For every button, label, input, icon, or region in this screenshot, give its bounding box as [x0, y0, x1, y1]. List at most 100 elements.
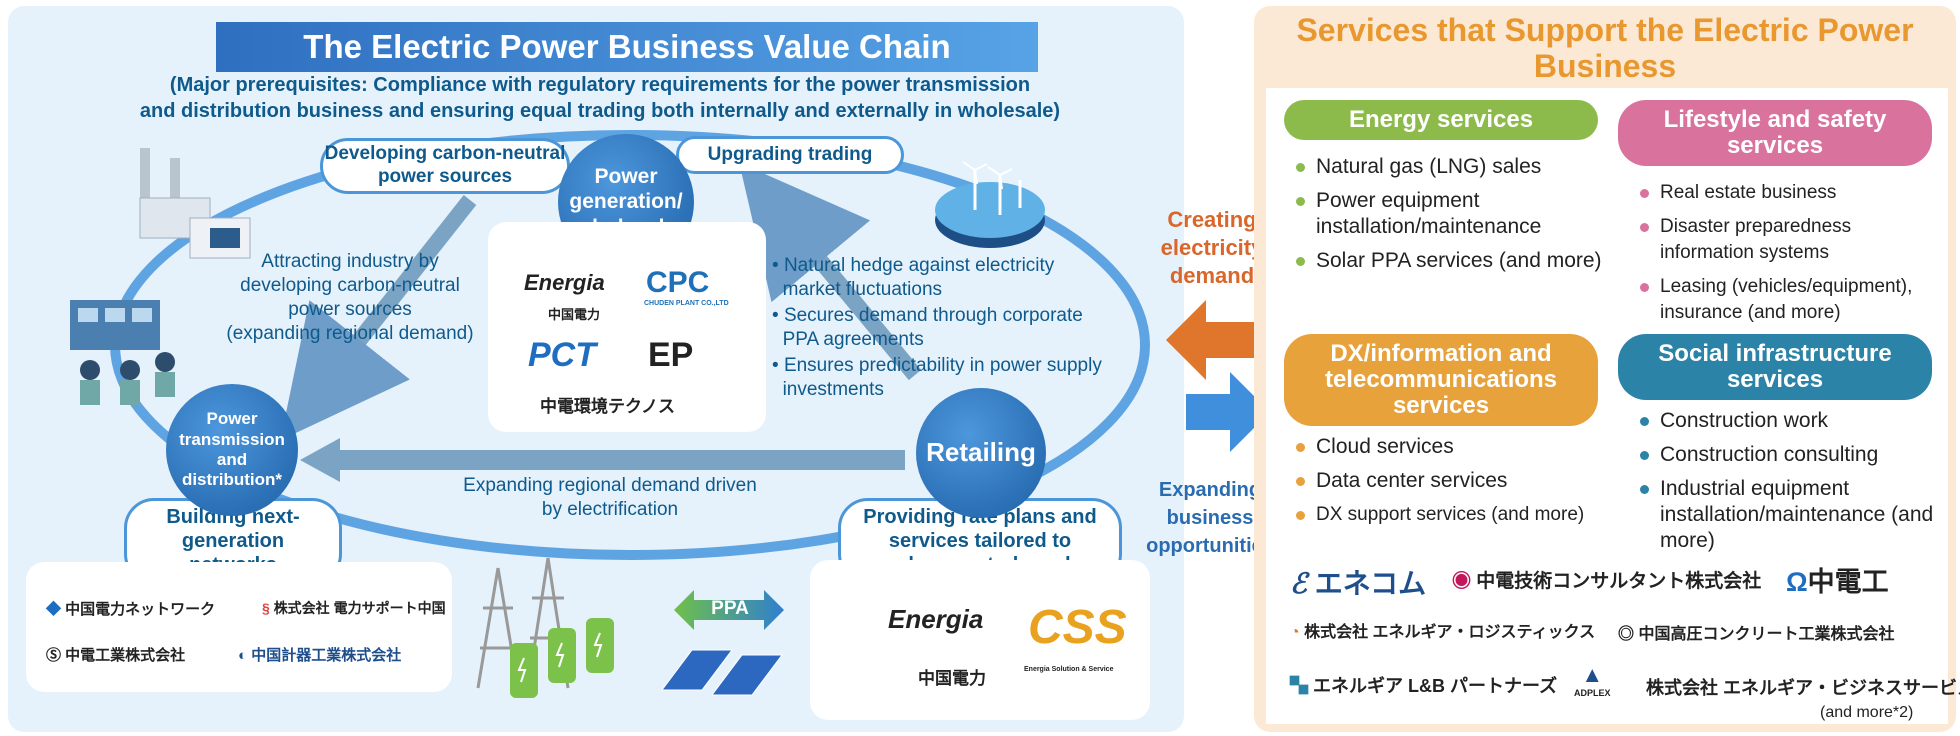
power-support-logo: § 株式会社 電力サポート中国	[262, 600, 446, 616]
chugoku-koatsu-logo: ◎ 中国高圧コンクリート工業株式会社	[1618, 626, 1895, 643]
list-item: Power equipment installation/maintenance	[1294, 188, 1604, 240]
energia-lb-partners-logo-text: エネルギア L&B パートナーズ	[1313, 676, 1558, 696]
pill-upgrading-trading: Upgrading trading	[676, 136, 904, 174]
list-item: Construction work	[1638, 408, 1938, 434]
list-item: Leasing (vehicles/equipment), insurance …	[1638, 274, 1948, 326]
chugoku-electric-retail-text: 中国電力	[918, 669, 986, 688]
prerequisite-line-1: (Major prerequisites: Compliance with re…	[169, 74, 1031, 96]
list-item: DX support services (and more)	[1294, 502, 1614, 528]
dx-services-header: DX/information and telecommunications se…	[1284, 334, 1598, 426]
benefit-2-line-1: Secures demand through corporate	[783, 305, 1083, 326]
chudenko-logo-text: 中電工	[1807, 567, 1889, 597]
list-item: Cloud services	[1294, 434, 1614, 460]
chugoku-keiki-logo-text: 中国計器工業株式会社	[251, 647, 402, 664]
benefit-2-line-2: PPA agreements	[782, 329, 924, 350]
blue-right-arrow	[1186, 372, 1270, 452]
chugoku-network-logo: ◆ 中国電力ネットワーク	[46, 601, 216, 618]
list-item: Disaster preparedness information system…	[1638, 214, 1948, 266]
list-item: Construction consulting	[1638, 442, 1938, 468]
chuden-kogyo-logo-text: 中電工業株式会社	[65, 647, 186, 664]
expanding-regional-demand-text: Expanding regional demand driven by elec…	[420, 474, 800, 522]
expanding-line-1: Expanding regional demand driven	[463, 475, 757, 496]
creating-line-1: Creating	[1167, 207, 1257, 232]
adplex-logo: ▲ADPLEX	[1574, 662, 1611, 698]
creating-line-2: electricity	[1160, 235, 1264, 260]
energia-business-services-logo: 株式会社 エネルギア・ビジネスサービス	[1646, 678, 1960, 698]
social-infrastructure-list: Construction work Construction consultin…	[1638, 408, 1938, 562]
chuden-kankyo-logo: 中電環境テクノス	[540, 397, 675, 416]
attracting-industry-text: Attracting industry by developing carbon…	[200, 250, 500, 346]
solar-panel-icon	[661, 649, 783, 696]
creating-demand-label: Creating electricity demand	[1148, 206, 1276, 290]
creating-line-3: demand	[1169, 263, 1255, 288]
expanding-business-line-3: opportunities	[1146, 535, 1274, 557]
retail-benefits-list: • Natural hedge against electricity mark…	[772, 254, 1172, 402]
benefit-1-line-2: market fluctuations	[782, 279, 943, 300]
chuden-plant-logo-text: CHUDEN PLANT CO.,LTD	[644, 300, 729, 307]
value-chain-title: The Electric Power Business Value Chain	[216, 22, 1038, 72]
node-retailing: Retailing	[916, 388, 1046, 518]
list-item: Solar PPA services (and more)	[1294, 248, 1604, 274]
transmission-logos-box: ◆ 中国電力ネットワーク § 株式会社 電力サポート中国 Ⓢ 中電工業株式会社 …	[26, 562, 452, 692]
chuden-gijutsu-logo: ◉ 中電技術コンサルタント株式会社	[1452, 571, 1762, 592]
energia-lb-partners-logo: ▚ エネルギア L&B パートナーズ	[1290, 676, 1558, 696]
energia-logistics-logo: ◔ 株式会社 エネルギア・ロジスティックス	[1290, 624, 1596, 641]
benefit-item: • Natural hedge against electricity mark…	[772, 255, 1055, 300]
list-item: Industrial equipment installation/mainte…	[1638, 476, 1938, 554]
chugoku-koatsu-logo-text: 中国高圧コンクリート工業株式会社	[1638, 626, 1895, 643]
wind-farm-icon	[935, 161, 1045, 248]
energy-services-list: Natural gas (LNG) sales Power equipment …	[1294, 154, 1604, 282]
support-services-title: Services that Support the Electric Power…	[1296, 12, 1914, 84]
attracting-line-2: developing carbon-neutral	[240, 275, 460, 296]
expanding-demand-arrow	[300, 438, 905, 482]
enecom-logo: ℰ エネコム	[1290, 568, 1427, 599]
lifestyle-services-header: Lifestyle and safety services	[1618, 100, 1932, 166]
energy-services-header: Energy services	[1284, 100, 1598, 140]
attracting-line-4: (expanding regional demand)	[226, 323, 474, 344]
enecom-logo-text: エネコム	[1314, 568, 1427, 599]
power-plant-icon	[139, 148, 251, 259]
node-power-transmission: Power transmission and distribution*	[166, 384, 298, 516]
energia-logo: Energia	[524, 270, 605, 295]
expanding-business-line-2: business	[1166, 507, 1254, 529]
chugoku-network-logo-text: 中国電力ネットワーク	[65, 601, 216, 618]
adplex-logo-text: ADPLEX	[1574, 688, 1611, 698]
css-logo: CSS	[1028, 601, 1127, 654]
power-support-logo-text: 株式会社 電力サポート中国	[273, 600, 446, 616]
prerequisite-line-2: and distribution business and ensuring e…	[139, 100, 1061, 122]
cpc-logo: CPC	[646, 266, 710, 299]
pill-developing-carbon-neutral: Developing carbon-neutral power sources	[320, 138, 570, 194]
attracting-line-3: power sources	[288, 299, 412, 320]
ppa-double-arrow	[674, 590, 784, 630]
benefit-1-line-1: Natural hedge against electricity	[783, 255, 1055, 276]
social-infrastructure-header: Social infrastructure services	[1618, 334, 1932, 400]
carbon-neutral-arrow	[280, 195, 477, 441]
and-more-note: (and more*2)	[1820, 704, 1914, 721]
energia-retail-logo: Energia	[888, 604, 984, 634]
chuden-gijutsu-logo-text: 中電技術コンサルタント株式会社	[1476, 571, 1762, 592]
chuden-kogyo-logo: Ⓢ 中電工業株式会社	[46, 647, 186, 664]
transmission-tower-battery-icon	[476, 557, 614, 698]
chudenko-logo: Ω中電工	[1786, 567, 1889, 597]
list-item: Data center services	[1294, 468, 1614, 494]
ep-logo: EP	[648, 336, 694, 374]
benefit-3-line-1: Ensures predictability in power supply	[783, 355, 1102, 376]
energia-solution-text: Energia Solution & Service	[1024, 666, 1114, 673]
benefit-3-line-2: investments	[782, 379, 884, 400]
dx-services-list: Cloud services Data center services DX s…	[1294, 434, 1614, 536]
energia-logistics-logo-text: 株式会社 エネルギア・ロジスティックス	[1304, 624, 1596, 641]
expanding-business-label: Expanding business opportunities	[1144, 476, 1276, 560]
orange-left-arrow	[1166, 300, 1256, 380]
pct-logo: PCT	[528, 336, 596, 374]
chugoku-electric-logo-text: 中国電力	[548, 307, 601, 322]
hedge-arrow	[739, 162, 922, 381]
generation-logos-box: Energia 中国電力 CPC CHUDEN PLANT CO.,LTD PC…	[488, 222, 766, 432]
retail-logos-box: Energia 中国電力 CSS Energia Solution & Serv…	[810, 560, 1150, 720]
chugoku-keiki-logo: ◐ 中国計器工業株式会社	[238, 647, 402, 664]
expanding-business-line-1: Expanding	[1158, 479, 1262, 501]
lifestyle-services-list: Real estate business Disaster preparedne…	[1638, 180, 1948, 334]
ppa-label: PPA	[711, 598, 749, 619]
benefit-item: • Ensures predictability in power supply…	[772, 355, 1102, 400]
control-room-icon	[70, 300, 175, 405]
list-item: Real estate business	[1638, 180, 1948, 206]
